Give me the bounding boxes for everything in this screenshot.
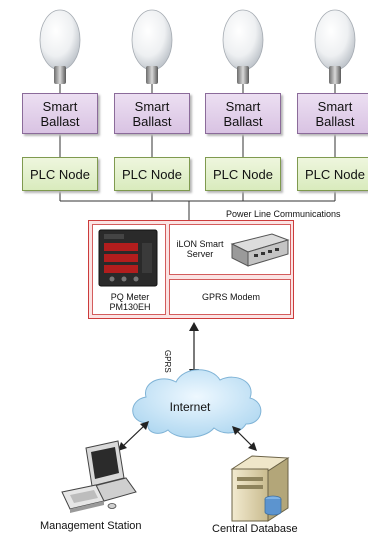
control-cabinet: PQ Meter PM130EH iLON Smart Server GPRS … <box>88 220 294 319</box>
double-arrow-icon <box>232 426 257 451</box>
plc-node-2: PLC Node <box>114 157 190 191</box>
management-station-label: Management Station <box>40 520 142 532</box>
ballast-label-line1: Smart <box>134 98 170 114</box>
computer-icon <box>61 440 137 513</box>
internet-label: Internet <box>169 400 211 414</box>
smart-ballast-3: Smart Ballast <box>205 93 281 134</box>
plc-node-4: PLC Node <box>297 157 368 191</box>
ilon-server-icon <box>230 233 290 267</box>
pq-meter-icon <box>98 229 158 287</box>
ilon-label-line1: iLON Smart <box>176 239 224 249</box>
ballast-label-line2: Ballast <box>132 113 172 129</box>
power-line-label: Power Line Communications <box>226 209 341 219</box>
smart-ballast-4: Smart Ballast <box>297 93 368 134</box>
ballast-label-line1: Smart <box>225 98 261 114</box>
double-arrow-icon <box>118 421 149 451</box>
light-bulb-icon <box>314 9 356 93</box>
light-bulb-icon <box>39 9 81 93</box>
ilon-label-line2: Server <box>186 249 214 259</box>
pq-meter-label-line1: PQ Meter <box>110 292 150 302</box>
plc-node-3: PLC Node <box>205 157 281 191</box>
ballast-label-line1: Smart <box>42 98 78 114</box>
cloud-icon <box>132 369 262 438</box>
database-server-icon <box>230 455 290 522</box>
pq-meter-label-line2: PM130EH <box>109 302 151 312</box>
ballast-label-line2: Ballast <box>315 113 355 129</box>
smart-ballast-2: Smart Ballast <box>114 93 190 134</box>
gprs-modem-label: GPRS Modem <box>201 292 261 302</box>
power-line-bus <box>59 191 336 220</box>
smart-ballast-1: Smart Ballast <box>22 93 98 134</box>
gprs-link-label: GPRS <box>163 350 172 373</box>
ballast-label-line2: Ballast <box>223 113 263 129</box>
ilon-server-panel: iLON Smart Server <box>169 224 291 275</box>
plc-node-1: PLC Node <box>22 157 98 191</box>
gprs-modem-panel: GPRS Modem <box>169 279 291 315</box>
light-bulb-icon <box>222 9 264 93</box>
ballast-label-line2: Ballast <box>40 113 80 129</box>
ballast-plc-connectors <box>59 134 336 157</box>
ballast-label-line1: Smart <box>317 98 353 114</box>
pq-meter-panel: PQ Meter PM130EH <box>92 224 166 315</box>
light-bulb-icon <box>131 9 173 93</box>
central-database-label: Central Database <box>212 523 298 535</box>
